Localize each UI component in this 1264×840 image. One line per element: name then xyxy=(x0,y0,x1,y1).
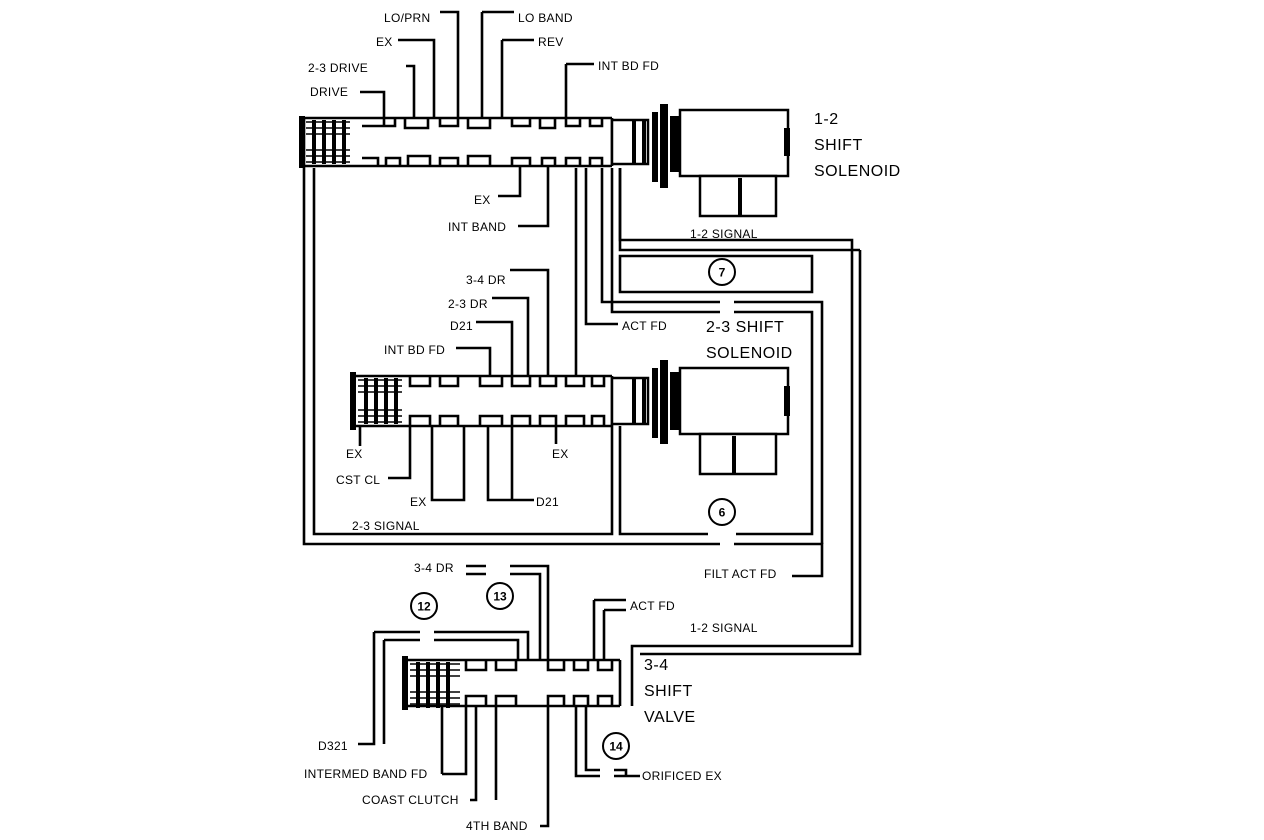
label-d21-lower: D21 xyxy=(536,495,559,509)
svg-text:12: 12 xyxy=(417,600,431,614)
spring-1-2 xyxy=(299,116,350,168)
label-drive: DRIVE xyxy=(310,85,348,99)
label-ex-2-3-right: EX xyxy=(552,447,569,461)
label-ex-2-3-left: EX xyxy=(346,447,363,461)
shift-valve-1-2 xyxy=(299,116,614,168)
label-d21-upper: D21 xyxy=(450,319,473,333)
label-lo-band: LO BAND xyxy=(518,11,573,25)
orifice-6: 6 xyxy=(708,498,736,526)
passages-2-3 xyxy=(358,268,558,502)
passages-3-4 xyxy=(358,564,640,828)
shift-valve-2-3 xyxy=(350,372,614,430)
label-intermed-band-fd: INTERMED BAND FD xyxy=(304,767,428,781)
shift-valve-3-4 xyxy=(402,656,622,710)
label-int-bd-fd-mid: INT BD FD xyxy=(384,343,445,357)
svg-text:SOLENOID: SOLENOID xyxy=(706,345,793,362)
label-d321: D321 xyxy=(318,739,348,753)
shift-solenoid-2-3 xyxy=(610,360,790,476)
svg-text:2-3 SHIFT: 2-3 SHIFT xyxy=(706,319,784,336)
label-orificed-ex: ORIFICED EX xyxy=(642,769,722,783)
label-filt-act-fd: FILT ACT FD xyxy=(704,567,777,581)
label-4th-band: 4TH BAND xyxy=(466,819,528,833)
svg-text:SOLENOID: SOLENOID xyxy=(814,163,901,180)
label-1-2-signal-low: 1-2 SIGNAL xyxy=(690,621,758,635)
label-ex-1-2-lower: EX xyxy=(474,193,491,207)
svg-text:14: 14 xyxy=(609,740,623,754)
title-2-3-shift-solenoid: 2-3 SHIFT SOLENOID xyxy=(706,319,793,362)
shift-solenoid-1-2 xyxy=(610,104,790,218)
svg-text:13: 13 xyxy=(493,590,507,604)
spring-2-3 xyxy=(350,372,402,430)
passage-labels: LO/PRN LO BAND EX REV 2-3 DRIVE INT BD F… xyxy=(304,11,777,833)
title-1-2-shift-solenoid: 1-2 SHIFT SOLENOID xyxy=(814,111,901,180)
orifice-13: 13 xyxy=(486,582,514,610)
label-ex-top: EX xyxy=(376,35,393,49)
label-lo-prn: LO/PRN xyxy=(384,11,430,25)
label-int-band: INT BAND xyxy=(448,220,506,234)
orifice-12: 12 xyxy=(410,592,438,620)
label-cst-cl: CST CL xyxy=(336,473,380,487)
svg-text:1-2: 1-2 xyxy=(814,111,839,128)
svg-text:7: 7 xyxy=(719,266,726,280)
label-int-bd-fd-top: INT BD FD xyxy=(598,59,659,73)
label-ex-2-3-mid: EX xyxy=(410,495,427,509)
label-coast-clutch: COAST CLUTCH xyxy=(362,793,459,807)
label-act-fd-low: ACT FD xyxy=(630,599,675,613)
passages-1-2-top xyxy=(360,10,594,126)
label-rev: REV xyxy=(538,35,564,49)
label-1-2-signal-top: 1-2 SIGNAL xyxy=(690,227,758,241)
orifice-14: 14 xyxy=(602,732,630,760)
hydraulic-lines xyxy=(302,166,862,706)
spring-3-4 xyxy=(402,656,460,710)
label-act-fd-mid: ACT FD xyxy=(622,319,667,333)
svg-text:VALVE: VALVE xyxy=(644,709,696,726)
passages-1-2-bottom xyxy=(498,166,550,228)
title-3-4-shift-valve: 3-4 SHIFT VALVE xyxy=(644,657,696,726)
label-2-3-dr: 2-3 DR xyxy=(448,297,488,311)
svg-text:6: 6 xyxy=(719,506,726,520)
orifice-7: 7 xyxy=(708,258,736,286)
svg-text:SHIFT: SHIFT xyxy=(644,683,693,700)
label-3-4-dr-mid: 3-4 DR xyxy=(466,273,506,287)
label-2-3-drive: 2-3 DRIVE xyxy=(308,61,368,75)
label-2-3-signal: 2-3 SIGNAL xyxy=(352,519,420,533)
svg-text:3-4: 3-4 xyxy=(644,657,669,674)
label-3-4-dr-low: 3-4 DR xyxy=(414,561,454,575)
svg-text:SHIFT: SHIFT xyxy=(814,137,863,154)
